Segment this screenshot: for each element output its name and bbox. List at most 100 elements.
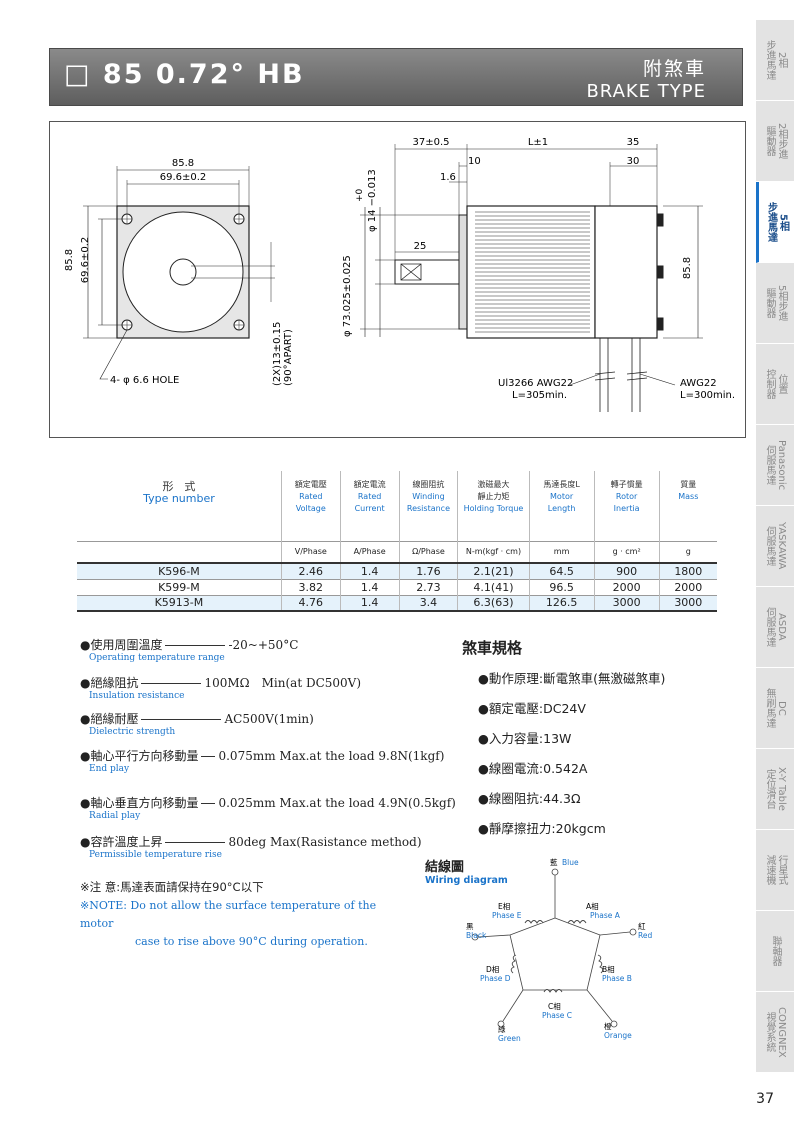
orange-en: Orange [604,1031,632,1040]
black-cn: 黑 [466,922,474,931]
brake-title: 煞車規格 [462,639,523,657]
dim-outer: 85.8 [172,158,194,169]
dim-pitch: 69.6±0.2 [160,172,207,183]
side-view [360,144,703,412]
orange-cn: 橙 [604,1021,612,1031]
model-title: □ 85 0.72° HB [64,59,305,90]
side-tab-12[interactable]: CONGNEX 視覺系統 [756,992,794,1073]
dim-side-outer: 85.8 [64,249,75,271]
phase-e-en: Phase E [492,911,522,920]
side-tab-7[interactable]: ASDA 伺服馬達 [756,587,794,668]
unit-6: g · cm² [593,540,660,563]
brake-item: ●動作原理:斷電煞車(無激磁煞車) [478,671,666,686]
unit-3: Ω/Phase [398,540,458,563]
page-number: 37 [756,1091,774,1107]
unit-4: N-m(kgf · cm) [457,540,530,563]
key-label-1: (2X)13±0.15 [272,322,283,386]
dim-height: 85.8 [682,257,693,279]
warning-cn: ※注 意:馬達表面請保持在90°C以下 [80,880,264,894]
cable2-b: L=300min. [680,390,735,401]
dim-shaft-tol: +0 [355,188,365,202]
dim-L: L±1 [528,137,548,148]
dim-30: 30 [627,156,640,167]
side-tab-3[interactable]: 5相步進 驅動器 [756,263,794,344]
phase-d-en: Phase D [480,974,511,983]
brake-item: ●線圈電流:0.542A [478,761,588,776]
cable1-b: L=305min. [512,390,567,401]
brake-item: ●額定電壓:DC24V [478,701,586,716]
unit-0 [77,540,282,563]
side-tab-0[interactable]: 2相 步進馬達 [756,20,794,101]
dim-25: 25 [414,241,427,252]
blue-cn: 藍 [550,857,558,867]
hole-label: 4- φ 6.6 HOLE [110,375,179,386]
red-cn: 紅 [638,921,646,931]
side-tab-6[interactable]: YASKAWA 伺服馬達 [756,506,794,587]
side-tab-11[interactable]: 聯軸器 [756,911,794,992]
unit-1: V/Phase [280,540,341,563]
side-tab-4[interactable]: 位置 控制器 [756,344,794,425]
dim-16: 1.6 [440,172,456,183]
brake-item: ●靜摩擦扭力:20kgcm [478,821,606,836]
dim-37: 37±0.5 [412,137,449,148]
header-banner: □ 85 0.72° HB 附煞車 BRAKE TYPE [49,48,743,106]
dim-side-pitch: 69.6±0.2 [80,237,91,284]
cable1-a: Ul3266 AWG22 [498,378,573,389]
phase-a-en: Phase A [590,911,621,920]
dimension-drawing: 85.8 69.6±0.2 85.8 69.6±0.2 (2X)13±0.15 … [49,121,746,438]
dim-shaft: φ 14 −0.013 [367,169,378,232]
side-tab-1[interactable]: 2相步進 驅動器 [756,101,794,182]
side-tab-8[interactable]: DC 無刷馬達 [756,668,794,749]
dim-35: 35 [627,137,640,148]
phase-d-cn: D相 [486,964,499,974]
side-tab-5[interactable]: Panasonic 伺服馬達 [756,425,794,506]
phase-b-en: Phase B [602,974,632,983]
phase-c-en: Phase C [542,1011,572,1020]
key-label-2: (90°APART) [283,329,294,386]
unit-7: g [658,540,717,563]
cable2-a: AWG22 [680,378,717,389]
green-en: Green [498,1034,521,1043]
red-en: Red [638,931,652,940]
dim-pilot: φ 73.025±0.025 [342,255,353,337]
unit-2: A/Phase [339,540,400,563]
unit-5: mm [528,540,595,563]
brake-item: ●線圈阻抗:44.3Ω [478,791,581,806]
wiring-title: 結線圖 [425,860,465,875]
front-view [83,166,275,380]
type-label: 附煞車 BRAKE TYPE [586,58,706,102]
wiring-subtitle: Wiring diagram [425,875,508,886]
phase-e-cn: E相 [498,901,510,911]
dim-10: 10 [468,156,481,167]
phase-c-cn: C相 [548,1001,561,1011]
brake-item: ●入力容量:13W [478,731,572,746]
green-cn: 綠 [498,1024,506,1034]
side-tab-10[interactable]: 行星式 減速機 [756,830,794,911]
black-en: Black [466,931,487,940]
phase-a-cn: A相 [586,901,599,911]
side-tab-9[interactable]: X-Y Table 定位滑台 [756,749,794,830]
side-tab-2[interactable]: 5相 步進馬達 [756,182,794,263]
blue-en: Blue [562,858,579,867]
warning-en: ※NOTE: Do not allow the surface temperat… [80,899,377,948]
phase-b-cn: B相 [602,964,615,974]
